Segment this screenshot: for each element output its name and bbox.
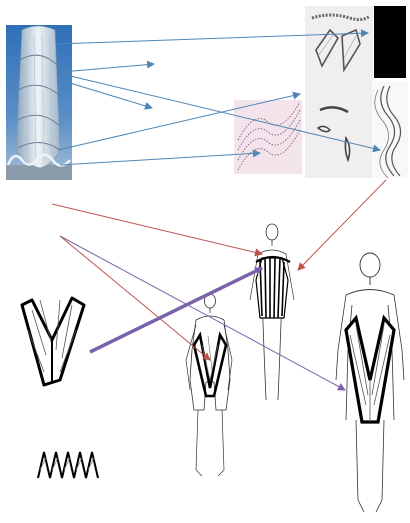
fashion-figure-icon (186, 294, 232, 476)
zigzag-pattern-icon (22, 298, 84, 385)
purple-arrows (60, 236, 345, 390)
tower-photo (6, 25, 72, 180)
fashion-figure-icon-3 (336, 253, 404, 512)
red-arrow-1 (52, 204, 262, 254)
red-arrows (52, 180, 386, 360)
small-zigzag-row (38, 452, 98, 478)
pattern-sketch-panel (305, 6, 373, 178)
wave-pattern-icon (372, 82, 408, 178)
purple-arrow-thin (60, 236, 345, 390)
fashion-figure-icon-2 (250, 224, 294, 400)
black-block (374, 6, 406, 78)
pink-wave-panel (234, 100, 302, 174)
red-arrow-3 (298, 180, 386, 270)
red-arrow-2 (60, 236, 210, 360)
blue-arrow-2 (62, 64, 154, 72)
purple-arrow-thick (90, 268, 262, 352)
blue-arrow-6 (60, 153, 260, 165)
